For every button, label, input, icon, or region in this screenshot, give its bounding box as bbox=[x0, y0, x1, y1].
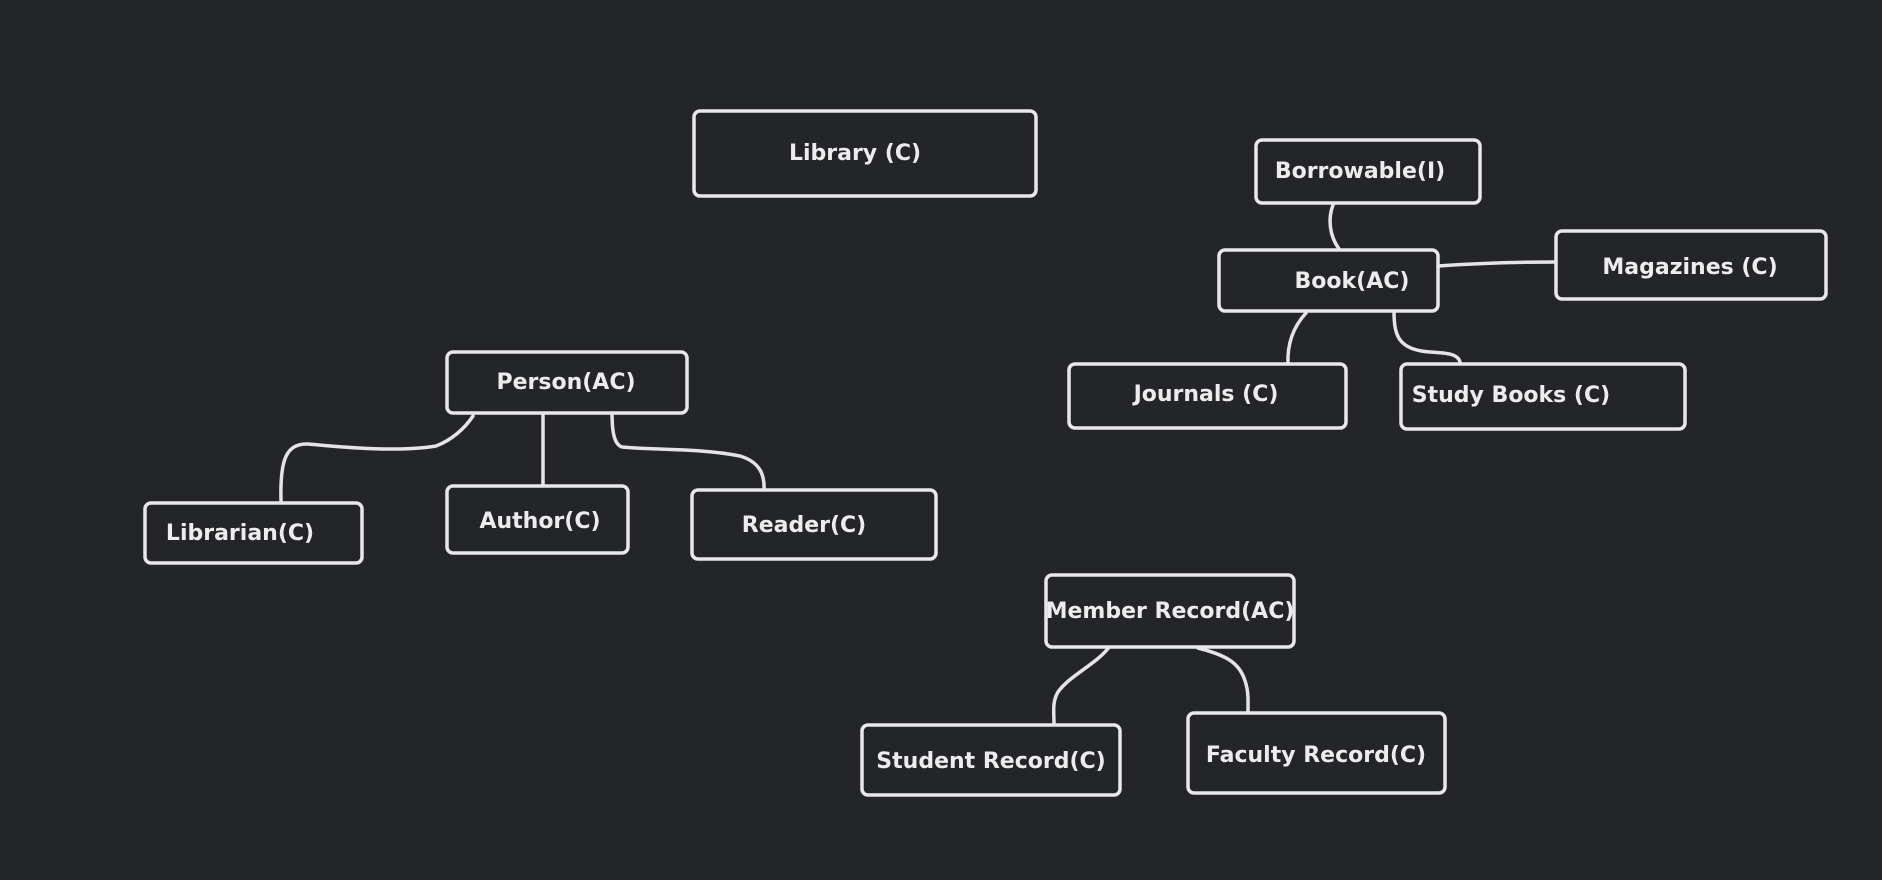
node-label: Faculty Record(C) bbox=[1206, 743, 1426, 768]
link-person-reader bbox=[610, 409, 766, 493]
link-borrowable-book bbox=[1328, 203, 1341, 251]
node-member-record[interactable]: Member Record(AC) bbox=[1044, 573, 1296, 649]
node-label: Journals (C) bbox=[1132, 382, 1279, 407]
node-faculty-record[interactable]: Faculty Record(C) bbox=[1186, 711, 1447, 795]
node-reader[interactable]: Reader(C) bbox=[690, 488, 938, 561]
node-student-record[interactable]: Student Record(C) bbox=[860, 723, 1122, 797]
node-library[interactable]: Library (C) bbox=[692, 109, 1038, 198]
link-person-librarian bbox=[279, 414, 475, 503]
node-label: Library (C) bbox=[789, 141, 921, 166]
node-label: Person(AC) bbox=[496, 370, 635, 395]
node-study-books[interactable]: Study Books (C) bbox=[1399, 362, 1687, 431]
node-label: Reader(C) bbox=[742, 513, 866, 538]
node-label: Librarian(C) bbox=[166, 521, 314, 546]
link-book-study-books bbox=[1392, 309, 1462, 364]
node-borrowable[interactable]: Borrowable(I) bbox=[1254, 138, 1482, 205]
node-book[interactable]: Book(AC) bbox=[1217, 248, 1440, 313]
node-label: Magazines (C) bbox=[1602, 255, 1777, 280]
node-label: Book(AC) bbox=[1295, 269, 1410, 294]
link-member-student bbox=[1051, 644, 1112, 726]
connectors bbox=[279, 203, 1558, 726]
link-member-faculty bbox=[1196, 646, 1250, 715]
node-label: Student Record(C) bbox=[876, 749, 1105, 774]
node-label: Author(C) bbox=[479, 509, 600, 534]
node-person[interactable]: Person(AC) bbox=[445, 350, 689, 415]
link-book-magazines bbox=[1436, 260, 1558, 268]
node-label: Borrowable(I) bbox=[1275, 159, 1445, 184]
link-book-journals bbox=[1286, 311, 1308, 366]
node-label: Member Record(AC) bbox=[1046, 599, 1295, 624]
node-librarian[interactable]: Librarian(C) bbox=[143, 501, 364, 565]
node-journals[interactable]: Journals (C) bbox=[1067, 362, 1348, 430]
node-author[interactable]: Author(C) bbox=[445, 484, 630, 555]
node-label: Study Books (C) bbox=[1412, 383, 1610, 408]
node-magazines[interactable]: Magazines (C) bbox=[1554, 229, 1828, 301]
